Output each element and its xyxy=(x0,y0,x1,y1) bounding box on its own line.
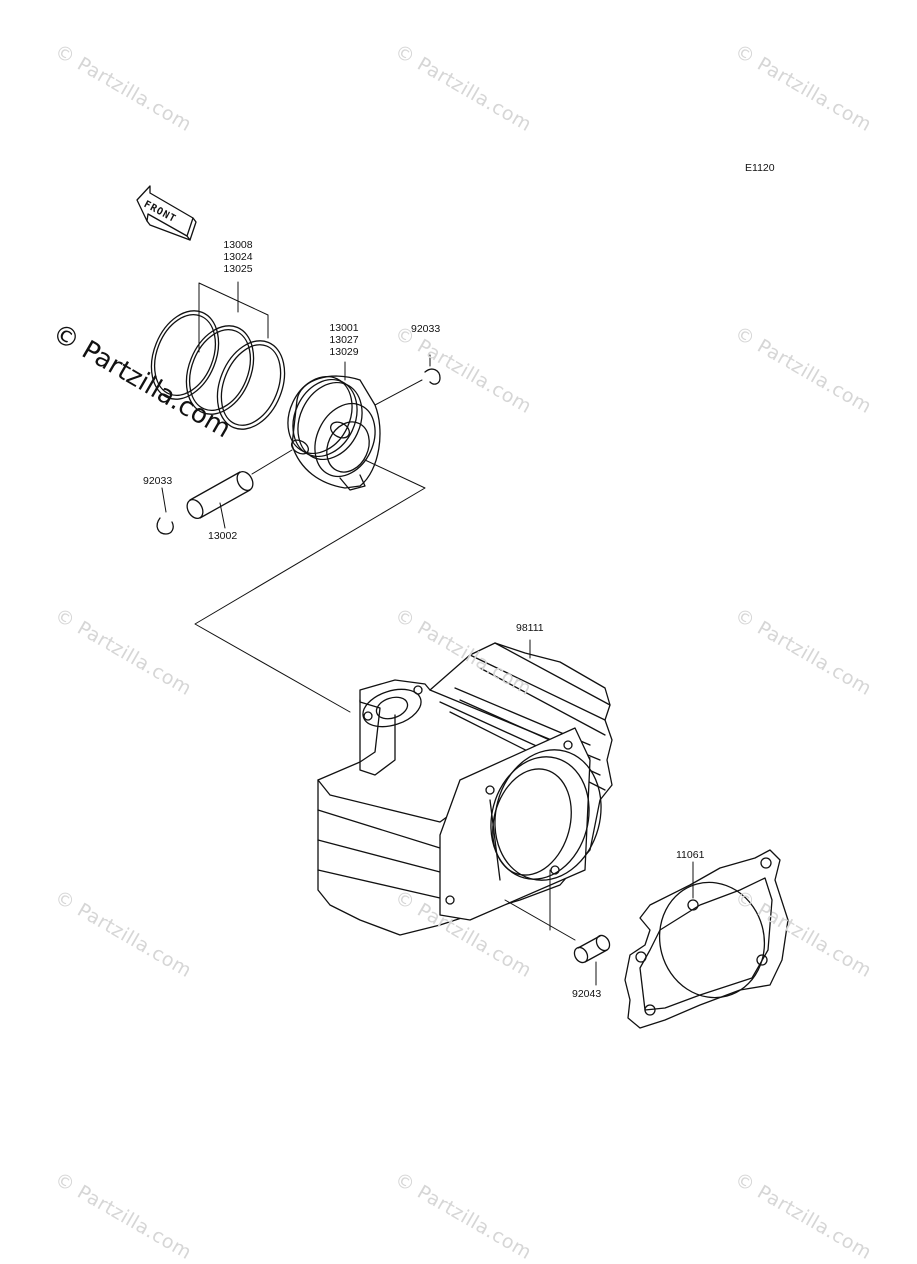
cylinder-block xyxy=(317,642,613,936)
part-label-cylinder: 98111 xyxy=(516,622,544,634)
parts-diagram xyxy=(136,185,789,1029)
piston-rings xyxy=(150,310,286,430)
part-label-clip-left: 92033 xyxy=(143,475,173,487)
part-number: 13008 xyxy=(223,239,253,251)
part-label-rings: 13008 13024 13025 xyxy=(218,239,258,275)
part-number: 13029 xyxy=(329,346,359,358)
part-number: 13025 xyxy=(223,263,253,275)
cylinder-gasket xyxy=(624,849,789,1029)
front-arrow-icon xyxy=(136,185,197,241)
part-number: 13027 xyxy=(329,334,359,346)
piston xyxy=(287,375,381,491)
part-label-dowel: 92043 xyxy=(572,988,602,1000)
part-label-pin: 13002 xyxy=(208,530,238,542)
part-label-clip-right: 92033 xyxy=(411,323,441,335)
piston-pin xyxy=(186,471,254,519)
diagram-code: E1120 xyxy=(745,162,775,174)
part-label-piston: 13001 13027 13029 xyxy=(324,322,364,358)
part-number: 13001 xyxy=(329,322,359,334)
part-label-gasket: 11061 xyxy=(676,849,705,861)
dowel-pin xyxy=(573,934,611,964)
part-number: 13024 xyxy=(223,251,253,263)
